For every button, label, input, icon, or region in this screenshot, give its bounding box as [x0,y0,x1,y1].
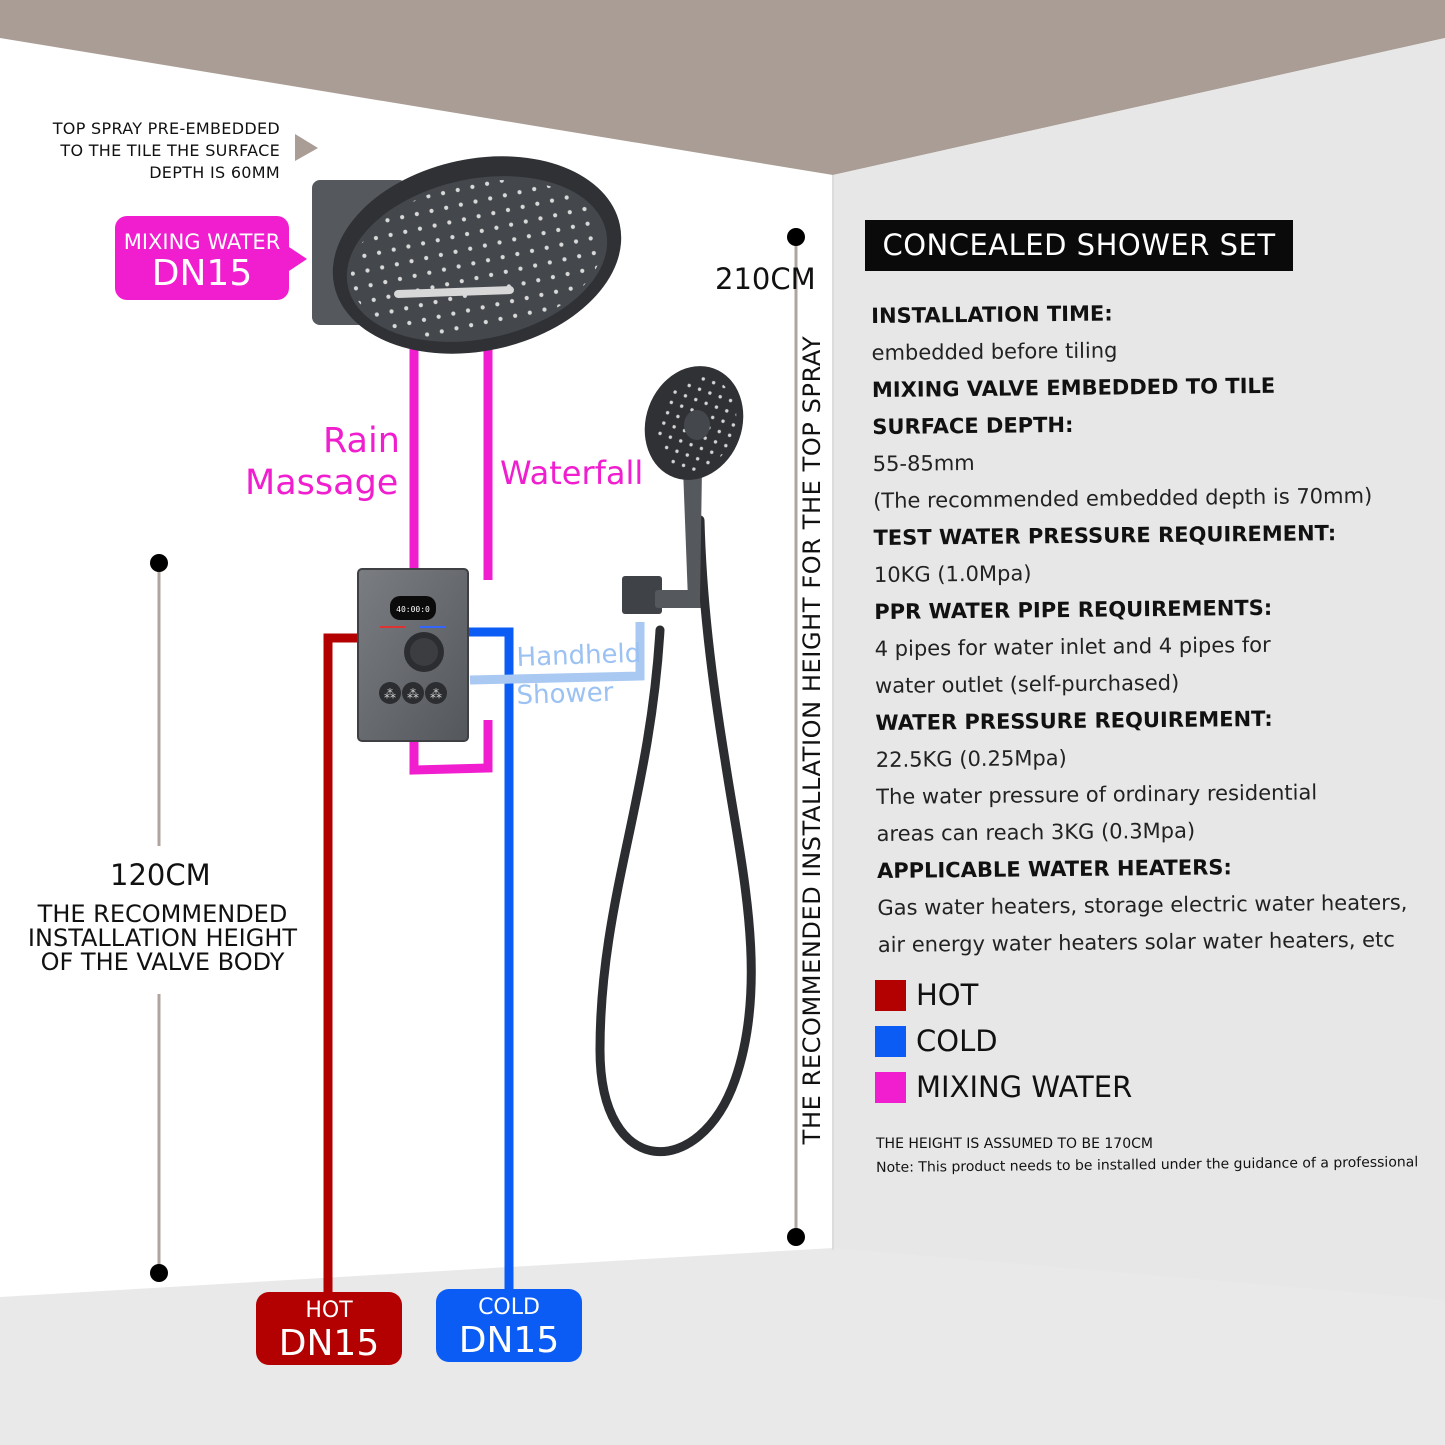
ceiling [0,0,1445,175]
legend-swatch [875,1071,906,1103]
height-total-value: 210CM [715,262,816,296]
mixing-valve-panel: 40:00:0 ⁂ ⁂ ⁂ [357,568,469,742]
svg-text:⁂: ⁂ [384,687,396,701]
handheld-shower [595,366,756,1157]
right-wall [833,38,1445,1445]
top-note-line-2: TO THE TILE THE SURFACE [60,141,280,160]
spec-heading: INSTALLATION TIME: [871,301,1113,328]
top-note-arrow [295,134,318,161]
valve-display-reading: 40:00:0 [396,605,430,614]
spec-value: air energy water heaters solar water hea… [877,927,1395,957]
legend-swatch [875,979,906,1011]
svg-text:⁂: ⁂ [430,687,442,701]
legend: HOT COLD MIXING WATER [875,972,1132,1110]
legend-item: COLD [875,1018,1132,1064]
mixing-badge-size: DN15 [151,253,253,294]
panel-title: CONCEALED SHOWER SET [865,220,1293,271]
spec-value: 22.5KG (0.25Mpa) [875,745,1067,772]
height-assumption-note: THE HEIGHT IS ASSUMED TO BE 170CM [876,1136,1153,1152]
hot-port-label: HOT [305,1298,353,1323]
spec-value: areas can reach 3KG (0.3Mpa) [876,818,1196,846]
valve-note-line-2: INSTALLATION HEIGHT [27,924,298,952]
hot-pipe [323,633,358,1300]
hot-port-size: DN15 [278,1323,380,1364]
spec-value: 4 pipes for water inlet and 4 pipes for [874,632,1271,661]
top-note-line-3: DEPTH IS 60MM [149,163,280,182]
spec-value: Gas water heaters, storage electric wate… [877,890,1408,920]
hot-port-badge: HOT DN15 [256,1292,402,1365]
cold-pipe [468,627,514,1295]
legend-item: MIXING WATER [875,1064,1132,1110]
label-handheld: Handheld [516,638,642,673]
height-210-marker [787,228,805,1246]
label-massage: Massage [245,463,399,503]
top-note-line-1: TOP SPRAY PRE-EMBEDDED [52,119,280,138]
cold-port-size: DN15 [458,1320,560,1361]
svg-text:⁂: ⁂ [407,687,419,701]
height-valve-note: THE RECOMMENDED INSTALLATION HEIGHT OF T… [0,902,325,974]
label-shower: Shower [516,677,614,711]
label-waterfall: Waterfall [500,454,644,492]
spec-value: The water pressure of ordinary residenti… [876,780,1318,809]
spec-heading: SURFACE DEPTH: [872,412,1074,439]
valve-note-line-3: OF THE VALVE BODY [40,948,285,976]
spec-heading: APPLICABLE WATER HEATERS: [876,855,1232,883]
top-spray-note: TOP SPRAY PRE-EMBEDDED TO THE TILE THE S… [18,118,280,184]
mixing-badge-label: MIXING WATER [123,230,281,254]
spec-heading: PPR WATER PIPE REQUIREMENTS: [874,595,1273,624]
spec-list: INSTALLATION TIME: embedded before tiling… [871,292,1423,964]
legend-label: MIXING WATER [916,1070,1133,1104]
spec-heading: TEST WATER PRESSURE REQUIREMENT: [873,521,1337,550]
height-total-note: THE RECOMMENDED INSTALLATION HEIGHT FOR … [798,335,826,1145]
cold-port-badge: COLD DN15 [436,1289,582,1362]
legend-label: HOT [916,978,979,1012]
legend-swatch [875,1025,906,1057]
spec-value: water outlet (self-purchased) [874,670,1180,698]
height-120-marker [150,554,168,1282]
spec-value: 55-85mm [872,450,975,476]
legend-item: HOT [875,972,1132,1018]
legend-label: COLD [916,1024,998,1058]
mixing-badge-pointer [286,245,307,273]
height-valve-value: 120CM [110,858,211,892]
spec-heading: MIXING VALVE EMBEDDED TO TILE [871,373,1276,402]
cold-port-label: COLD [478,1295,540,1320]
mixing-pipes [409,338,493,775]
mixing-water-badge: MIXING WATER DN15 [115,216,289,300]
spec-value: 10KG (1.0Mpa) [873,561,1032,587]
rain-shower-head [312,156,622,354]
spec-value: embedded before tiling [871,338,1118,365]
spec-heading: WATER PRESSURE REQUIREMENT: [875,706,1273,735]
valve-note-line-1: THE RECOMMENDED [37,900,288,928]
label-rain: Rain [323,421,400,461]
spec-value: (The recommended embedded depth is 70mm) [873,483,1373,513]
handheld-pipe [469,622,645,685]
